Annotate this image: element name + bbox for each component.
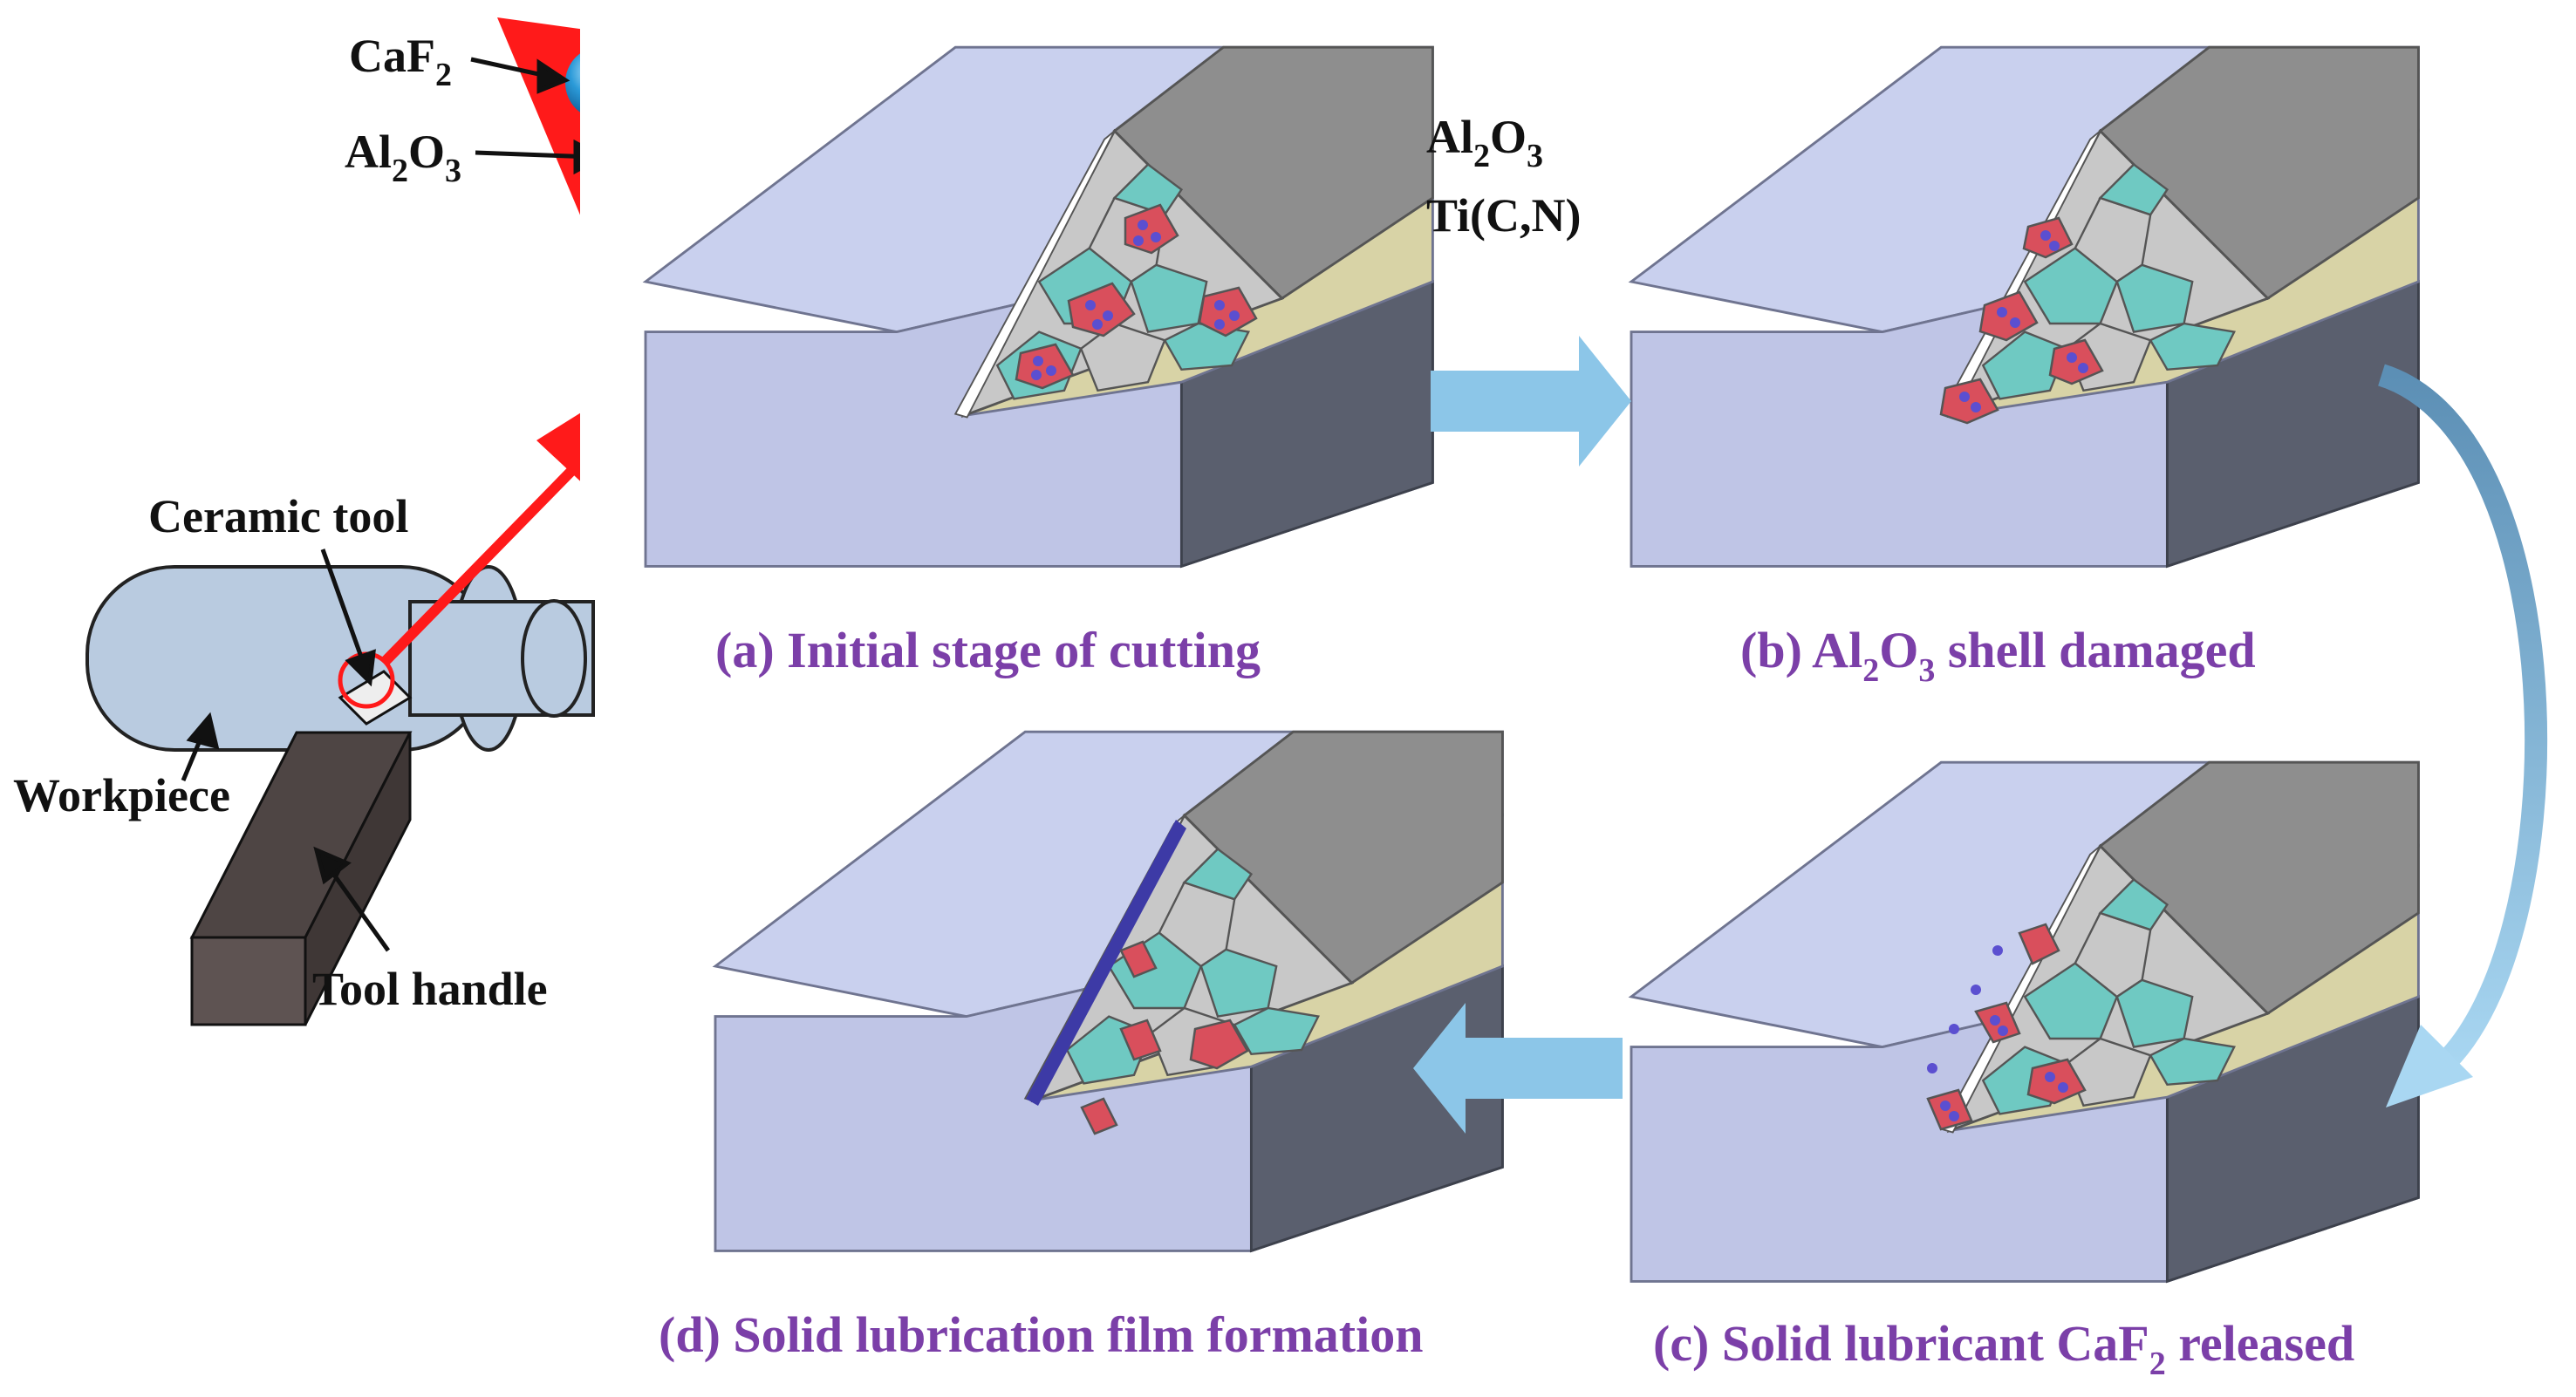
caption-d: (d) Solid lubrication film formation [659,1306,1423,1363]
label-al2o3-left: Al2O3 [345,126,461,189]
label-tool-handle: Tool handle [312,963,548,1015]
arrow-b-to-c [2377,364,2548,1082]
label-ticn: Ti(C,N) [1426,189,1582,242]
arrow-c-to-d [1413,1003,1623,1134]
lubrication-film [1026,820,1186,1106]
label-ceramic-tool: Ceramic tool [148,490,408,542]
caption-a: (a) Initial stage of cutting [715,622,1261,678]
label-workpiece: Workpiece [13,769,230,821]
insert-a [580,17,1439,576]
label-caf2: CaF2 [349,30,452,93]
process-arrows [1413,336,2548,1134]
insert-b [1630,45,2420,568]
insert-c [1630,760,2420,1283]
caption-b: (b) Al2O3 shell damaged [1740,622,2256,689]
arrow-a-to-b [1431,336,1631,467]
label-al2o3-right: Al2O3 [1426,111,1543,174]
insert-d [714,730,1504,1252]
caption-c: (c) Solid lubricant CaF2 released [1653,1315,2354,1382]
